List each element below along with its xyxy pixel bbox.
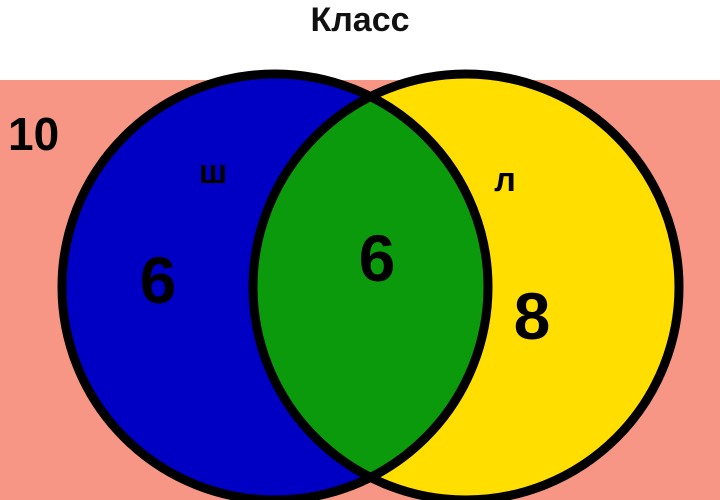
- intersection-region: [253, 74, 488, 500]
- set-b-outline: [248, 69, 684, 500]
- set-b-count: 8: [514, 279, 551, 353]
- set-a-outline: [57, 69, 493, 500]
- set-a-label: ш: [199, 153, 227, 191]
- set-a-count: 6: [140, 243, 177, 317]
- outside-count: 10: [8, 108, 59, 160]
- intersection-count: 6: [359, 221, 396, 295]
- diagram-title: Класс: [310, 0, 410, 39]
- set-b-label: л: [494, 161, 516, 199]
